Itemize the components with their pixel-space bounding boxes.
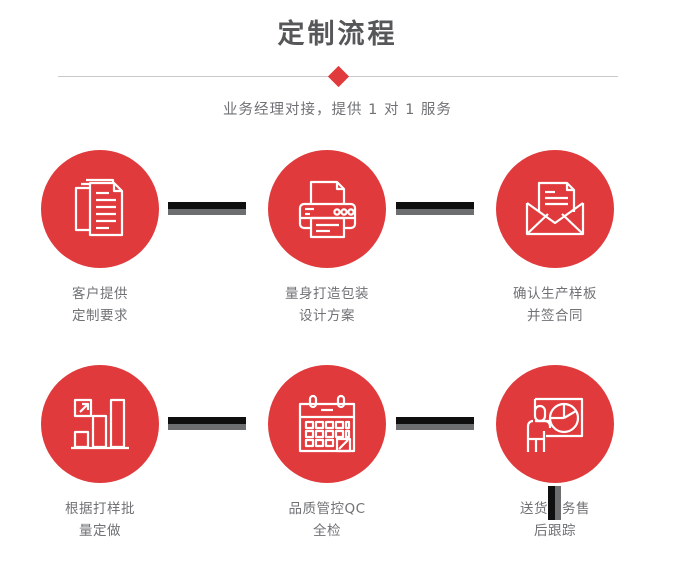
step-label-line2: 量定做 bbox=[79, 523, 121, 539]
presentation-pie-chart-icon bbox=[522, 391, 588, 457]
step-label: 客户提供 定制要求 bbox=[5, 283, 195, 327]
step-label-line2: 后跟踪 bbox=[534, 523, 576, 539]
connector-shadow bbox=[555, 486, 561, 520]
flow-step-3[interactable]: 确认生产样板 并签合同 bbox=[460, 150, 650, 327]
step-icon-circle bbox=[496, 150, 614, 268]
step-label-line1: 客户提供 bbox=[72, 286, 128, 302]
title-divider bbox=[57, 65, 618, 88]
connector-bar bbox=[396, 202, 474, 209]
connector-shadow bbox=[168, 424, 246, 430]
flow-row-top: 客户提供 定制要求 bbox=[0, 150, 675, 365]
flow-connector-horizontal bbox=[396, 417, 474, 430]
step-icon-circle bbox=[268, 365, 386, 483]
step-label: 根据打样批 量定做 bbox=[5, 498, 195, 542]
connector-shadow bbox=[396, 209, 474, 215]
flow-step-4[interactable]: 根据打样批 量定做 bbox=[5, 365, 195, 542]
printer-icon bbox=[294, 176, 360, 242]
step-label: 量身打造包装 设计方案 bbox=[232, 283, 422, 327]
envelope-letter-icon bbox=[522, 176, 588, 242]
step-label-line2: 设计方案 bbox=[299, 308, 355, 324]
flow-step-5[interactable]: 品质管控QC 全检 bbox=[232, 365, 422, 542]
step-label-line2: 并签合同 bbox=[527, 308, 583, 324]
step-icon-circle bbox=[41, 150, 159, 268]
flow-step-1[interactable]: 客户提供 定制要求 bbox=[5, 150, 195, 327]
step-label-line2: 定制要求 bbox=[72, 308, 128, 324]
flow-step-2[interactable]: 量身打造包装 设计方案 bbox=[232, 150, 422, 327]
flow-step-6[interactable]: 送货服务售 后跟踪 bbox=[460, 365, 650, 542]
connector-shadow bbox=[396, 424, 474, 430]
connector-bar bbox=[168, 417, 246, 424]
connector-shadow bbox=[168, 209, 246, 215]
connector-bar bbox=[168, 202, 246, 209]
step-label-line1: 品质管控QC bbox=[288, 501, 366, 517]
step-label-line2: 全检 bbox=[313, 523, 341, 539]
flow-row-bottom: 根据打样批 量定做 bbox=[0, 365, 675, 580]
step-icon-circle bbox=[496, 365, 614, 483]
page-title: 定制流程 bbox=[277, 19, 398, 50]
flow-connector-horizontal bbox=[396, 202, 474, 215]
calendar-icon bbox=[294, 391, 360, 457]
documents-stack-icon bbox=[67, 176, 133, 242]
page-subtitle: 业务经理对接，提供 1 对 1 服务 bbox=[223, 102, 452, 118]
flow-connector-horizontal bbox=[168, 417, 246, 430]
step-icon-circle bbox=[41, 365, 159, 483]
step-label: 确认生产样板 并签合同 bbox=[460, 283, 650, 327]
connector-bar bbox=[548, 486, 555, 520]
step-label-line1: 根据打样批 bbox=[65, 501, 135, 517]
diamond-icon bbox=[327, 65, 349, 88]
flow-connector-horizontal bbox=[168, 202, 246, 215]
step-label-line1: 确认生产样板 bbox=[513, 286, 597, 302]
bar-chart-growth-icon bbox=[67, 391, 133, 457]
step-label-line1: 量身打造包装 bbox=[285, 286, 369, 302]
step-label: 品质管控QC 全检 bbox=[232, 498, 422, 542]
connector-bar bbox=[396, 417, 474, 424]
flow-connector-vertical bbox=[548, 486, 561, 520]
step-icon-circle bbox=[268, 150, 386, 268]
process-flow: 客户提供 定制要求 bbox=[0, 150, 675, 580]
page-header: 定制流程 业务经理对接，提供 1 对 1 服务 bbox=[0, 0, 675, 119]
